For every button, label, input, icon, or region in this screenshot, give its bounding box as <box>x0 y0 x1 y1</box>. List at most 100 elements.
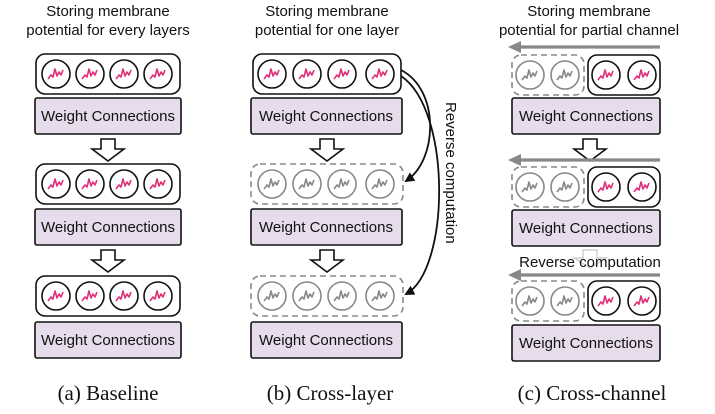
membrane-potential-neuron-icon <box>75 281 105 311</box>
weight-connections-block-2: Weight Connections <box>34 208 182 246</box>
weight-connections-label: Weight Connections <box>259 332 393 349</box>
neuron-row-1 <box>252 53 402 95</box>
weight-connections-block-2: Weight Connections <box>250 208 403 246</box>
neuron-row-2 <box>35 163 181 205</box>
membrane-potential-neuron-icon <box>257 281 287 311</box>
weight-connections-block-3: Weight Connections <box>34 321 182 359</box>
recomputed-channel-frame <box>511 166 585 208</box>
neuron-row-frame-dashed <box>250 275 404 317</box>
panel-cross-layer-title-line1: Storing membrane <box>265 3 388 20</box>
panel-cross-channel-caption: (c) Cross-channel <box>518 381 667 405</box>
hollow-down-arrow-icon <box>308 138 346 162</box>
weight-connections-label: Weight Connections <box>519 220 653 237</box>
panel-cross-channel-title-line1: Storing membrane <box>527 3 650 20</box>
membrane-potential-neuron-icon <box>365 281 395 311</box>
panel-baseline-title-line1: Storing membrane <box>46 3 169 20</box>
curved-arrow-icon <box>400 69 431 183</box>
membrane-potential-neuron-icon <box>365 169 395 199</box>
stored-channel-frame <box>587 280 661 322</box>
membrane-potential-neuron-icon <box>41 281 71 311</box>
panel-cross-layer: Storing membrane potential for one layer… <box>250 3 459 405</box>
panel-baseline: Storing membrane potential for every lay… <box>26 3 189 405</box>
neuron-row-frame <box>35 275 181 317</box>
membrane-potential-neuron-icon <box>109 59 139 89</box>
membrane-potential-neuron-icon <box>627 286 657 316</box>
membrane-potential-neuron-icon <box>550 172 580 202</box>
membrane-potential-neuron-icon <box>327 59 357 89</box>
membrane-potential-neuron-icon <box>292 281 322 311</box>
panel-cross-channel-title-line2: potential for partial channel <box>499 22 679 39</box>
panel-cross-layer-title-line2: potential for one layer <box>255 22 399 39</box>
membrane-potential-neuron-icon <box>257 169 287 199</box>
neuron-row-frame <box>35 53 181 95</box>
recomputed-channel-frame <box>511 54 585 96</box>
membrane-potential-neuron-icon <box>591 60 621 90</box>
membrane-potential-neuron-icon <box>75 169 105 199</box>
recomputed-channel-frame <box>511 280 585 322</box>
hollow-down-arrow-icon <box>89 249 127 273</box>
weight-connections-block-3: Weight Connections <box>250 321 403 359</box>
neuron-row-1 <box>35 53 181 95</box>
neuron-row-frame <box>252 53 402 95</box>
weight-connections-label: Weight Connections <box>259 219 393 236</box>
hollow-down-arrow-icon <box>571 249 609 269</box>
weight-connections-block-1: Weight Connections <box>511 97 661 135</box>
reverse-computation-label: Reverse computation <box>519 254 661 271</box>
hollow-down-arrow-icon <box>308 249 346 273</box>
membrane-potential-neuron-icon <box>591 172 621 202</box>
weight-connections-label: Weight Connections <box>41 108 175 125</box>
neuron-row-2 <box>511 166 661 208</box>
membrane-potential-neuron-icon <box>365 59 395 89</box>
membrane-potential-neuron-icon <box>41 169 71 199</box>
membrane-potential-neuron-icon <box>627 172 657 202</box>
left-arrow-icon <box>508 154 660 166</box>
neuron-row-3 <box>511 280 661 322</box>
membrane-potential-neuron-icon <box>292 169 322 199</box>
membrane-potential-neuron-icon <box>75 59 105 89</box>
neuron-row-frame <box>35 163 181 205</box>
hollow-down-arrow-icon <box>571 138 609 162</box>
membrane-potential-neuron-icon <box>292 59 322 89</box>
reverse-computation-label: Reverse computation <box>442 102 459 244</box>
membrane-potential-neuron-icon <box>143 281 173 311</box>
membrane-potential-neuron-icon <box>515 60 545 90</box>
membrane-potential-neuron-icon <box>109 169 139 199</box>
recomputed-neuron-row-2 <box>250 163 404 205</box>
left-arrow-icon <box>508 41 660 53</box>
membrane-potential-neuron-icon <box>550 286 580 316</box>
membrane-potential-neuron-icon <box>327 169 357 199</box>
left-arrow-icon <box>508 269 660 281</box>
neuron-row-frame-dashed <box>250 163 404 205</box>
membrane-potential-neuron-icon <box>591 286 621 316</box>
membrane-potential-neuron-icon <box>515 172 545 202</box>
membrane-potential-neuron-icon <box>41 59 71 89</box>
panel-cross-layer-caption: (b) Cross-layer <box>267 381 394 405</box>
membrane-potential-neuron-icon <box>327 281 357 311</box>
panel-baseline-caption: (a) Baseline <box>58 381 159 405</box>
membrane-potential-neuron-icon <box>143 59 173 89</box>
membrane-potential-neuron-icon <box>515 286 545 316</box>
weight-connections-label: Weight Connections <box>41 332 175 349</box>
recomputed-neuron-row-3 <box>250 275 404 317</box>
membrane-potential-neuron-icon <box>550 60 580 90</box>
weight-connections-block-2: Weight Connections <box>511 209 661 247</box>
membrane-potential-neuron-icon <box>627 60 657 90</box>
stored-channel-frame <box>587 54 661 96</box>
weight-connections-block-1: Weight Connections <box>250 97 403 135</box>
weight-connections-block-3: Weight Connections <box>511 324 661 362</box>
weight-connections-label: Weight Connections <box>41 219 175 236</box>
curved-arrow-icon <box>400 75 440 295</box>
weight-connections-label: Weight Connections <box>259 108 393 125</box>
membrane-potential-neuron-icon <box>257 59 287 89</box>
hollow-down-arrow-icon <box>89 138 127 162</box>
membrane-potential-neuron-icon <box>109 281 139 311</box>
weight-connections-label: Weight Connections <box>519 108 653 125</box>
weight-connections-label: Weight Connections <box>519 335 653 352</box>
panel-baseline-title-line2: potential for every layers <box>26 22 189 39</box>
neuron-row-1 <box>511 54 661 96</box>
stored-channel-frame <box>587 166 661 208</box>
membrane-potential-neuron-icon <box>143 169 173 199</box>
weight-connections-block-1: Weight Connections <box>34 97 182 135</box>
panel-cross-channel: Storing membrane potential for partial c… <box>499 3 679 405</box>
